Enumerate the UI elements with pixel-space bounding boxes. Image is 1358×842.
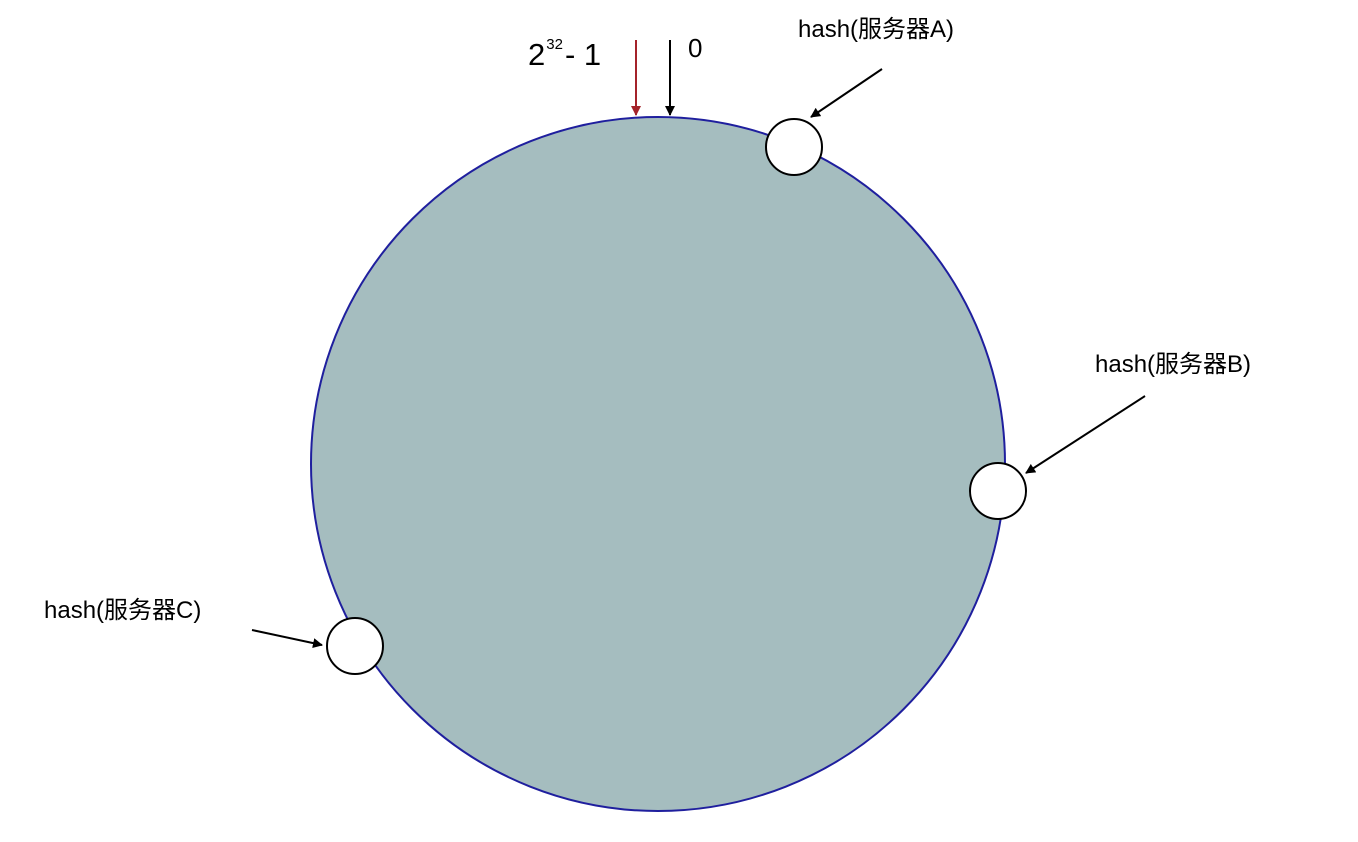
server-a-node: [765, 118, 823, 176]
max-value-base: 2: [528, 37, 546, 72]
max-value-suffix: - 1: [564, 37, 602, 72]
zero-label: 0: [688, 33, 703, 63]
server-b-node: [969, 462, 1027, 520]
max-value-label: 232- 1: [528, 36, 602, 72]
hash-ring: [310, 116, 1006, 812]
server-a-arrow: [810, 68, 883, 118]
server-c-node: [326, 617, 384, 675]
server-b-label: hash(服务器B): [1095, 351, 1252, 378]
server-b-arrow: [1025, 395, 1146, 474]
server-c-label: hash(服务器C): [44, 597, 202, 624]
server-c-arrow: [251, 629, 323, 649]
server-a-label: hash(服务器A): [798, 16, 955, 43]
max-value-exponent: 32: [546, 36, 563, 53]
